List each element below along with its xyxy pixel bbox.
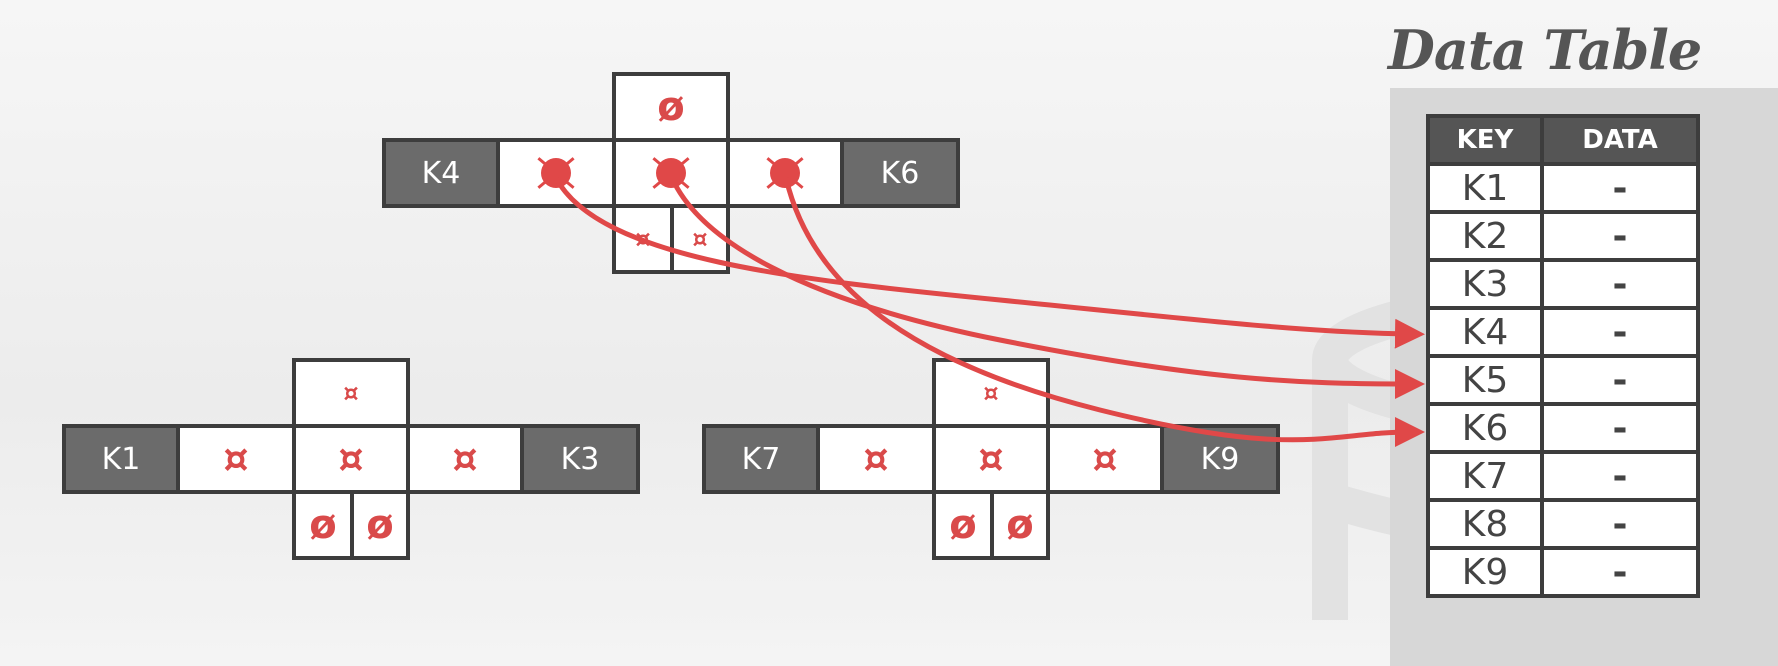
row-key: K4 <box>1426 306 1544 358</box>
pointer-dot-icon <box>541 158 571 188</box>
right-node-slot: ¤ <box>816 424 936 494</box>
right-node-key-right: K9 <box>1160 424 1280 494</box>
left-node-key-right: K3 <box>520 424 640 494</box>
right-node-slot: ¤ <box>1046 424 1164 494</box>
row-key: K8 <box>1426 498 1544 550</box>
row-key: K2 <box>1426 210 1544 262</box>
table-row: K3- <box>1426 258 1700 310</box>
table-row: K2- <box>1426 210 1700 262</box>
pointer-dot-icon <box>656 158 686 188</box>
top-node-bottom-cell: ¤ <box>670 204 730 274</box>
row-data: - <box>1540 258 1700 310</box>
top-node-top-cell: ø <box>612 72 730 142</box>
right-node-bottom-cell: ø <box>932 490 994 560</box>
left-node-slot: ¤ <box>176 424 296 494</box>
table-row: K4- <box>1426 306 1700 358</box>
row-data: - <box>1540 402 1700 454</box>
data-table-title: Data Table <box>1388 18 1702 82</box>
row-data: - <box>1540 354 1700 406</box>
left-node-top-cell: ¤ <box>292 358 410 428</box>
row-data: - <box>1540 210 1700 262</box>
pointer-dot-icon <box>770 158 800 188</box>
left-node-slot: ¤ <box>406 424 524 494</box>
header-data: DATA <box>1540 114 1700 166</box>
table-row: K1- <box>1426 162 1700 214</box>
data-table: KEY DATA K1- K2- K3- K4- K5- K6- K7- K8-… <box>1426 114 1700 598</box>
right-node-bottom-cell: ø <box>990 490 1050 560</box>
table-row: K5- <box>1426 354 1700 406</box>
row-key: K9 <box>1426 546 1544 598</box>
table-row: K6- <box>1426 402 1700 454</box>
top-node-slot-1 <box>496 138 616 208</box>
table-row: K9- <box>1426 546 1700 598</box>
header-key: KEY <box>1426 114 1544 166</box>
top-node-key-right: K6 <box>840 138 960 208</box>
top-node-slot-2 <box>612 138 730 208</box>
row-data: - <box>1540 162 1700 214</box>
right-node-top-cell: ¤ <box>932 358 1050 428</box>
row-key: K3 <box>1426 258 1544 310</box>
row-key: K6 <box>1426 402 1544 454</box>
top-node-key-left: K4 <box>382 138 500 208</box>
row-key: K7 <box>1426 450 1544 502</box>
row-key: K5 <box>1426 354 1544 406</box>
top-node-bottom-cell: ¤ <box>612 204 674 274</box>
top-node-slot-3 <box>726 138 844 208</box>
left-node-key-left: K1 <box>62 424 180 494</box>
row-data: - <box>1540 306 1700 358</box>
left-node-bottom-cell: ø <box>292 490 354 560</box>
row-data: - <box>1540 450 1700 502</box>
row-data: - <box>1540 546 1700 598</box>
left-node-slot: ¤ <box>292 424 410 494</box>
left-node-bottom-cell: ø <box>350 490 410 560</box>
table-row: K7- <box>1426 450 1700 502</box>
right-node-key-left: K7 <box>702 424 820 494</box>
row-data: - <box>1540 498 1700 550</box>
table-row: K8- <box>1426 498 1700 550</box>
row-key: K1 <box>1426 162 1544 214</box>
right-node-slot: ¤ <box>932 424 1050 494</box>
